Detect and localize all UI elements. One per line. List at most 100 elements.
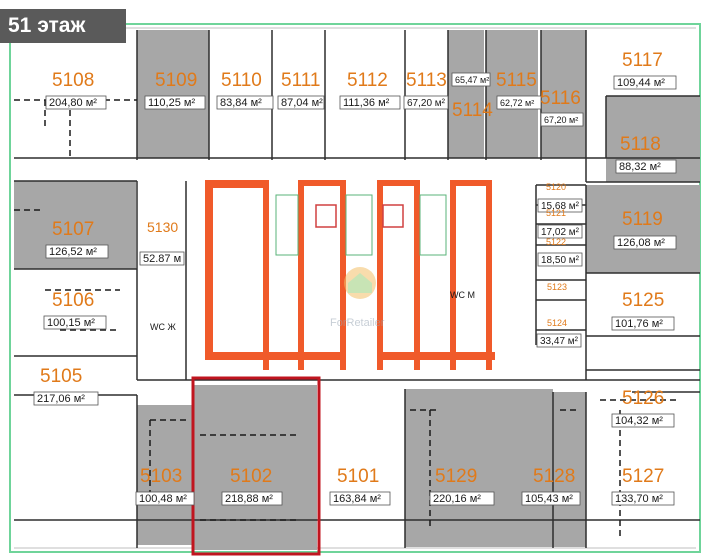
unit-number: 5113: [406, 70, 447, 91]
area-box: [429, 491, 495, 506]
unit-area: 15,68 м²: [541, 201, 580, 212]
core-wall: [414, 180, 420, 370]
core-wall: [377, 352, 495, 360]
grey-unit-area: [486, 30, 538, 158]
unit-number: 5114: [452, 100, 493, 121]
unit-area: 83,84 м²: [220, 97, 262, 109]
core-wall: [377, 180, 420, 186]
unit-number: 5118: [620, 134, 661, 155]
area-box: [537, 198, 583, 213]
watermark-text: ForRetailer: [330, 317, 385, 329]
core-wall: [377, 180, 383, 370]
unit-number: 5125: [622, 290, 664, 311]
unit-area: 133,70 м²: [615, 493, 663, 505]
core-wall: [205, 180, 213, 360]
elevator-icon: [315, 204, 337, 228]
area-box: [216, 95, 274, 110]
core-wall: [228, 180, 268, 186]
area-box: [277, 95, 325, 110]
occupied-units: [14, 30, 700, 550]
core-wall: [263, 180, 269, 370]
watermark: ForRetailer: [330, 267, 385, 329]
unit-area: 218,88 м²: [225, 493, 273, 505]
unit-number: 5107: [52, 219, 94, 240]
unit-number: 5123: [547, 282, 567, 292]
area-box: [43, 315, 107, 330]
floor-badge: 51 этаж: [0, 9, 126, 43]
area-box: [496, 95, 542, 110]
unit-number: 5128: [533, 466, 575, 487]
area-box: [139, 251, 185, 266]
unit-area: 111,36 м²: [343, 97, 390, 109]
selected-unit-highlight[interactable]: [191, 376, 321, 556]
unit-number: 5112: [347, 70, 388, 91]
grey-unit-area: [405, 389, 553, 547]
unit-number: 5103: [140, 466, 182, 487]
stair-shaft: [275, 194, 299, 256]
unit-area: 100,15 м²: [47, 317, 95, 329]
unit-number: 5102: [230, 466, 272, 487]
unit-number: 5130: [147, 219, 178, 235]
unit-number: 5110: [221, 70, 262, 91]
unit-area: 88,32 м²: [619, 161, 661, 173]
grey-unit-area: [586, 185, 700, 273]
unit-area: 126,08 м²: [617, 237, 665, 249]
unit-area: 109,44 м²: [617, 77, 665, 89]
area-box: [329, 491, 391, 506]
unit-area: 220,16 м²: [433, 493, 481, 505]
area-box: [540, 112, 584, 127]
area-box: [45, 244, 109, 259]
grey-unit-area: [193, 385, 317, 550]
unit-area: 65,47 м²: [455, 75, 489, 85]
unit-number: 5126: [622, 388, 664, 409]
unit-area: 62,72 м²: [500, 98, 534, 108]
unit-number: 5101: [337, 466, 379, 487]
area-box: [45, 95, 107, 110]
watermark-house-icon: [348, 273, 372, 293]
area-box: [613, 235, 677, 250]
area-box: [521, 491, 581, 506]
unit-number: 5116: [540, 88, 581, 109]
area-box: [221, 491, 283, 506]
unit-area: 67,20 м²: [407, 98, 446, 109]
area-box: [536, 333, 582, 348]
grey-unit-area: [137, 405, 193, 545]
unit-area: 18,50 м²: [541, 255, 580, 266]
unit-number: 5109: [155, 70, 197, 91]
unit-area: 126,52 м²: [49, 246, 97, 258]
unit-area: 67,20 м²: [544, 115, 578, 125]
stair-shaft: [419, 194, 447, 256]
unit-area: 17,02 м²: [541, 227, 580, 238]
unit-number: 5127: [622, 466, 664, 487]
grey-unit-area: [137, 30, 209, 158]
building-core: [205, 180, 495, 370]
unit-area: 52.87 м: [143, 253, 181, 265]
area-box: [615, 159, 677, 174]
unit-area: 33,47 м²: [540, 336, 579, 347]
unit-number: 5111: [281, 70, 320, 91]
unit-area: 217,06 м²: [37, 393, 85, 405]
unit-number: 5108: [52, 70, 94, 91]
core-wall: [298, 180, 346, 186]
core-wall: [486, 180, 492, 370]
grey-unit-area: [448, 30, 484, 158]
dashed-partitions: [14, 99, 680, 540]
area-box: [537, 224, 583, 239]
area-box: [611, 413, 675, 428]
unit-number: 5129: [435, 466, 477, 487]
area-box: [537, 252, 583, 267]
unit-number: 5106: [52, 290, 94, 311]
unit-area: 105,43 м²: [525, 493, 573, 505]
unit-number: 5115: [496, 70, 537, 91]
unit-number: 5120: [546, 182, 566, 192]
unit-area: 110,25 м²: [148, 97, 195, 109]
unit-number: 5124: [547, 318, 567, 328]
unit-number: 5117: [622, 50, 663, 71]
core-wall: [450, 180, 490, 186]
unit-area: 163,84 м²: [333, 493, 381, 505]
unit-area: 100,48 м²: [139, 493, 187, 505]
area-box: [451, 72, 491, 87]
unit-number: 5119: [622, 209, 663, 230]
